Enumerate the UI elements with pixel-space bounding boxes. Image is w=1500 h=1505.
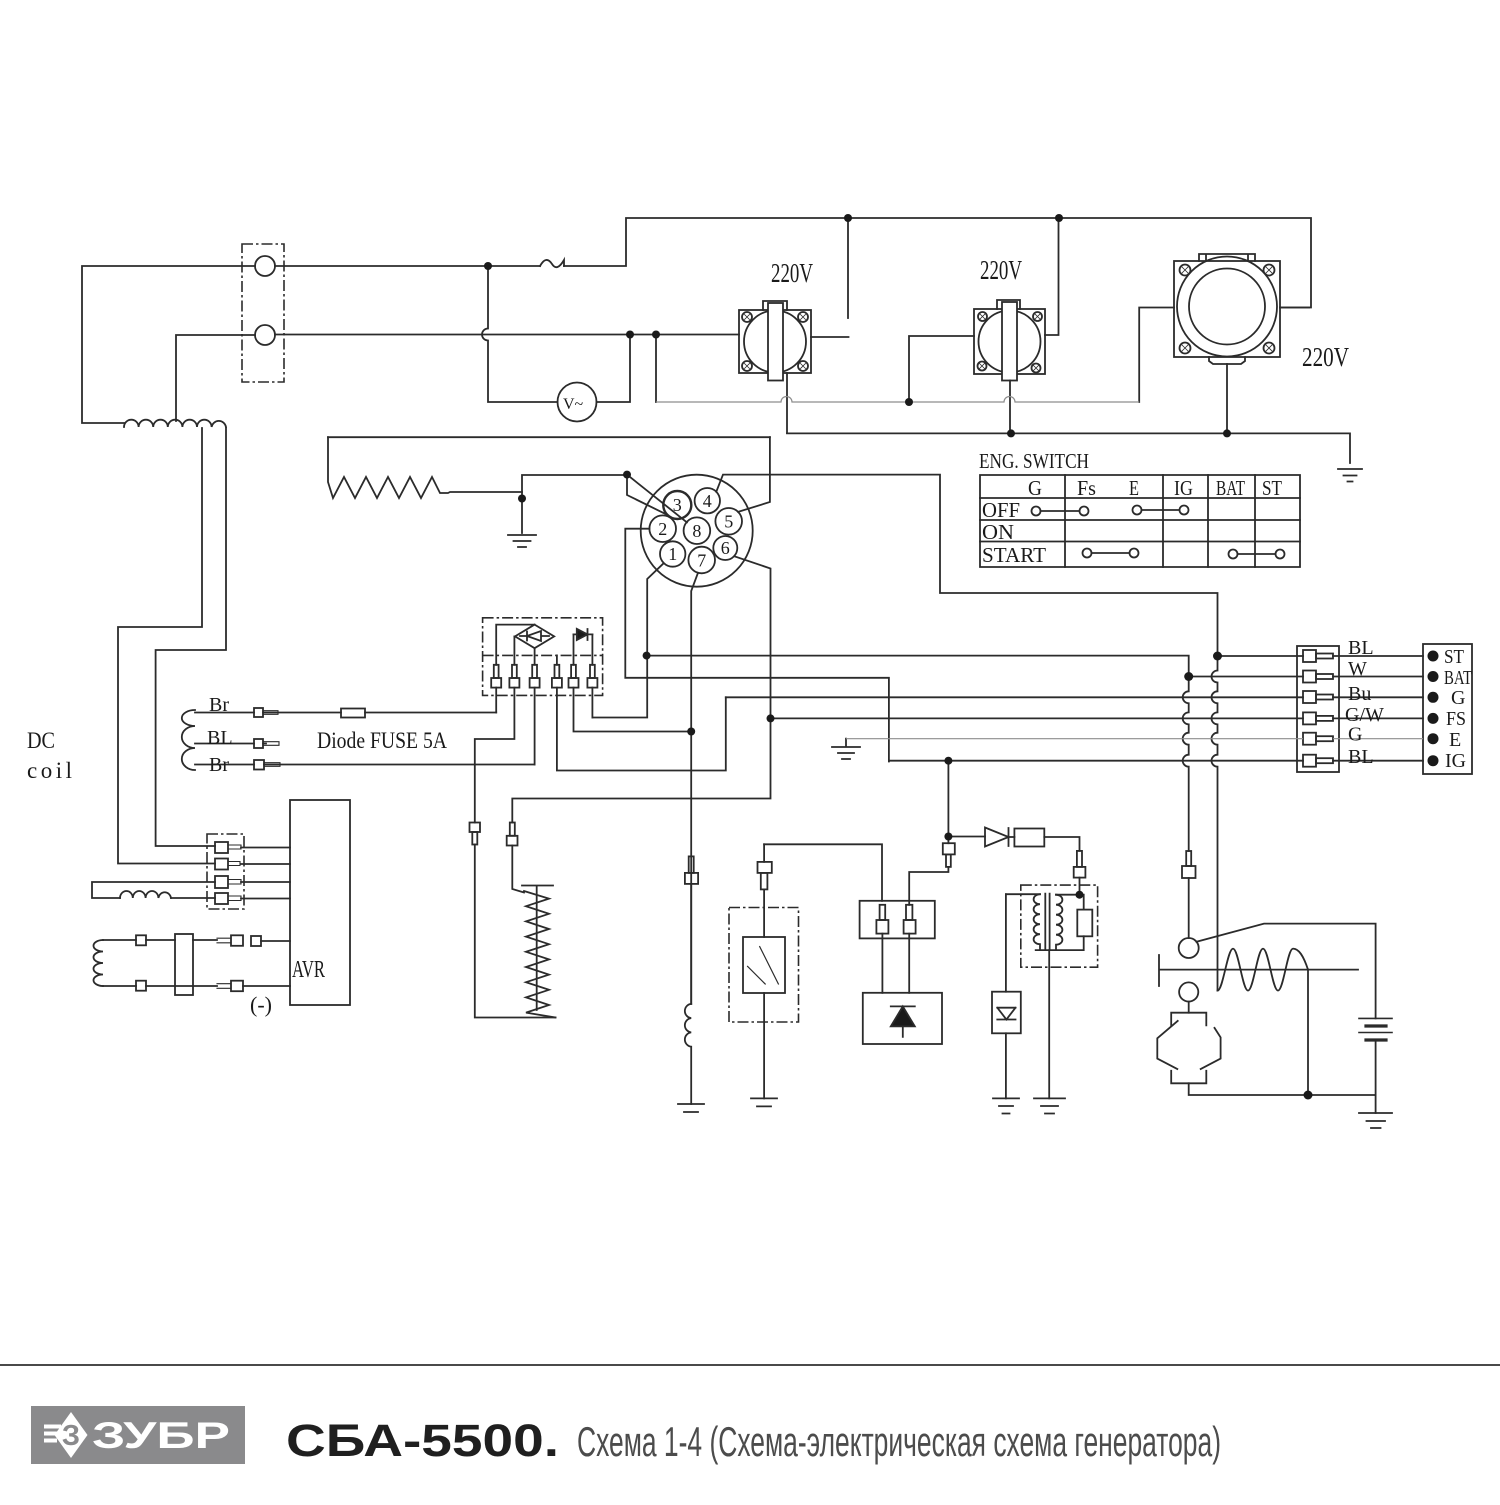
svg-text:AVR: AVR [292, 957, 325, 983]
svg-text:7: 7 [697, 551, 706, 571]
svg-text:G: G [1028, 476, 1042, 500]
svg-text:OFF: OFF [982, 498, 1020, 522]
svg-text:BAT: BAT [1444, 667, 1472, 689]
svg-text:3: 3 [673, 495, 682, 515]
svg-text:Br: Br [209, 754, 229, 776]
svg-text:5: 5 [724, 512, 733, 532]
svg-text:2: 2 [658, 519, 667, 539]
svg-text:G: G [1348, 724, 1362, 746]
svg-text:DC: DC [27, 728, 55, 753]
svg-text:ON: ON [982, 520, 1014, 544]
svg-text:1: 1 [668, 544, 677, 564]
svg-text:G: G [1451, 687, 1465, 709]
svg-text:4: 4 [703, 491, 712, 511]
svg-text:START: START [982, 543, 1046, 567]
svg-text:W: W [1348, 658, 1367, 680]
svg-text:8: 8 [692, 521, 701, 541]
svg-text:FS: FS [1446, 708, 1466, 730]
svg-text:IG: IG [1174, 476, 1193, 500]
svg-text:ENG. SWITCH: ENG. SWITCH [979, 449, 1089, 473]
svg-text:ST: ST [1444, 646, 1464, 668]
svg-text:220V: 220V [1302, 342, 1349, 372]
svg-text:BL: BL [1348, 637, 1374, 659]
svg-text:Bu: Bu [1348, 683, 1371, 705]
svg-text:220V: 220V [771, 258, 813, 288]
svg-text:V~: V~ [563, 396, 584, 413]
svg-text:IG: IG [1445, 750, 1466, 772]
svg-text:E: E [1449, 729, 1461, 751]
svg-text:ЗУБР: ЗУБР [92, 1415, 230, 1456]
svg-text:BL: BL [207, 727, 233, 749]
svg-text:BAT: BAT [1216, 476, 1245, 500]
svg-text:Схема 1-4 (Схема-электрическая: Схема 1-4 (Схема-электрическая схема ген… [577, 1418, 1221, 1465]
svg-text:6: 6 [721, 538, 730, 558]
svg-text:(-): (-) [250, 992, 272, 1017]
svg-text:Fs: Fs [1077, 476, 1096, 500]
svg-text:ST: ST [1262, 476, 1282, 500]
svg-text:Br: Br [209, 694, 229, 716]
svg-text:E: E [1129, 476, 1139, 500]
svg-text:BL: BL [1348, 746, 1374, 768]
svg-text:СБА-5500.: СБА-5500. [286, 1415, 559, 1466]
svg-text:G/W: G/W [1345, 704, 1384, 726]
svg-text:З: З [62, 1420, 80, 1452]
svg-text:coil: coil [27, 758, 76, 783]
svg-text:220V: 220V [980, 255, 1022, 285]
svg-text:Diode FUSE 5A: Diode FUSE 5A [317, 728, 447, 753]
